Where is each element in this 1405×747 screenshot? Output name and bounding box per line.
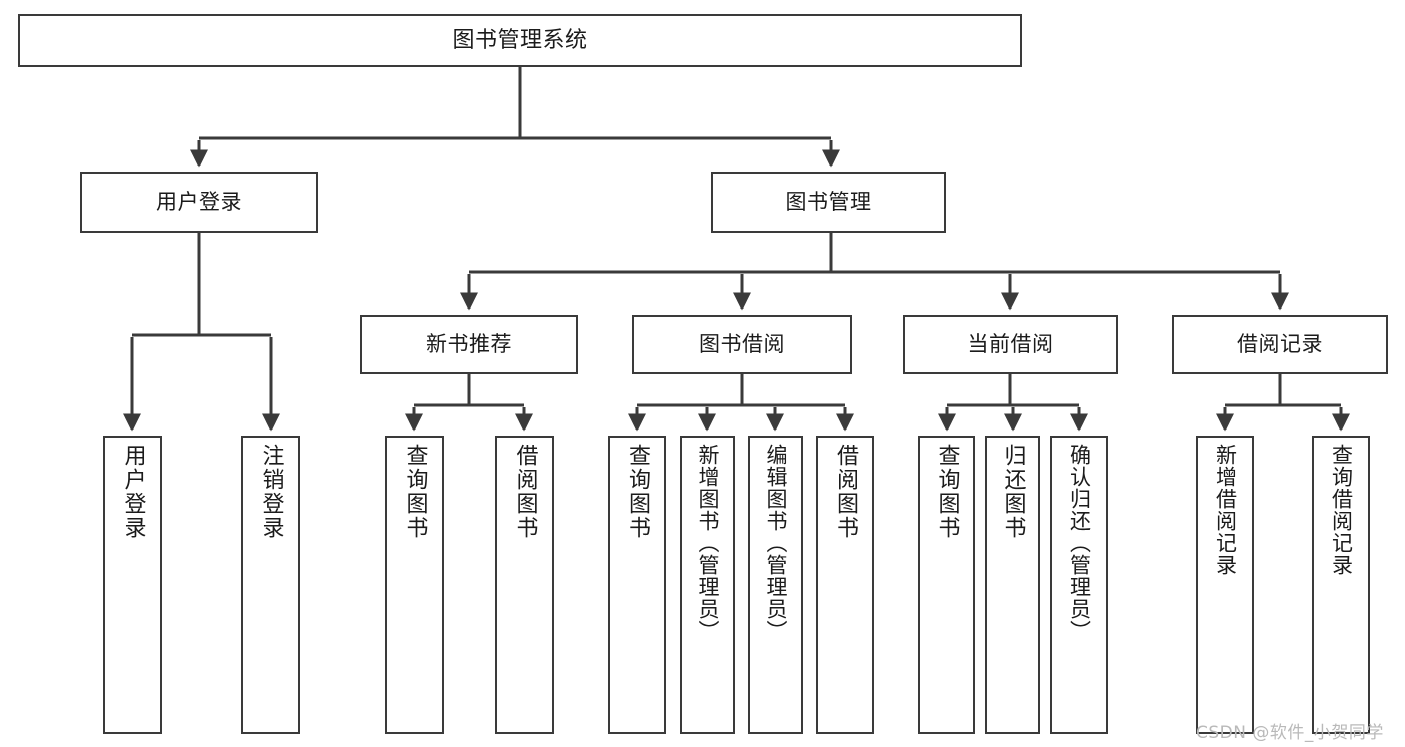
node-leaf-add-book-label: 新增图书（管理员） xyxy=(696,444,720,642)
node-leaf-logout-label: 注销登录 xyxy=(258,444,284,540)
node-current-borrow[interactable]: 当前借阅 xyxy=(903,315,1118,374)
node-borrow-record-label: 借阅记录 xyxy=(1237,332,1323,357)
node-borrow-record[interactable]: 借阅记录 xyxy=(1172,315,1388,374)
node-root-label: 图书管理系统 xyxy=(452,27,588,53)
node-leaf-logout[interactable]: 注销登录 xyxy=(241,436,300,734)
csdn-watermark: CSDN @软件_小贺同学 xyxy=(1196,723,1384,743)
node-book-borrow[interactable]: 图书借阅 xyxy=(632,315,852,374)
node-leaf-query-record-label: 查询借阅记录 xyxy=(1329,444,1354,576)
node-leaf-query-book-3[interactable]: 查询图书 xyxy=(918,436,975,734)
node-leaf-confirm-return[interactable]: 确认归还（管理员） xyxy=(1050,436,1108,734)
node-leaf-edit-book[interactable]: 编辑图书（管理员） xyxy=(748,436,803,734)
node-leaf-query-book-2-label: 查询图书 xyxy=(625,444,650,540)
node-leaf-edit-book-label: 编辑图书（管理员） xyxy=(764,444,788,642)
node-book-manage-label: 图书管理 xyxy=(785,190,872,215)
node-leaf-borrow-book-1-label: 借阅图书 xyxy=(512,444,538,540)
node-leaf-borrow-book-2[interactable]: 借阅图书 xyxy=(816,436,874,734)
node-book-borrow-label: 图书借阅 xyxy=(699,332,785,357)
node-leaf-query-book-2[interactable]: 查询图书 xyxy=(608,436,666,734)
node-current-borrow-label: 当前借阅 xyxy=(967,332,1054,357)
node-leaf-user-login[interactable]: 用户登录 xyxy=(103,436,162,734)
node-user-login[interactable]: 用户登录 xyxy=(80,172,318,233)
node-root[interactable]: 图书管理系统 xyxy=(18,14,1022,67)
node-new-book-rec[interactable]: 新书推荐 xyxy=(360,315,578,374)
node-new-book-rec-label: 新书推荐 xyxy=(426,332,512,357)
node-leaf-add-record-label: 新增借阅记录 xyxy=(1213,444,1238,576)
node-leaf-add-book[interactable]: 新增图书（管理员） xyxy=(680,436,735,734)
node-leaf-borrow-book-1[interactable]: 借阅图书 xyxy=(495,436,554,734)
node-leaf-query-book-3-label: 查询图书 xyxy=(934,444,960,540)
node-leaf-add-record[interactable]: 新增借阅记录 xyxy=(1196,436,1254,734)
node-leaf-query-book-1[interactable]: 查询图书 xyxy=(385,436,444,734)
node-user-login-label: 用户登录 xyxy=(156,190,242,215)
node-leaf-query-record[interactable]: 查询借阅记录 xyxy=(1312,436,1370,734)
node-leaf-borrow-book-2-label: 借阅图书 xyxy=(833,444,858,540)
node-leaf-return-book[interactable]: 归还图书 xyxy=(985,436,1040,734)
node-leaf-query-book-1-label: 查询图书 xyxy=(402,444,428,540)
node-book-manage[interactable]: 图书管理 xyxy=(711,172,946,233)
node-leaf-confirm-return-label: 确认归还（管理员） xyxy=(1067,444,1092,642)
node-leaf-return-book-label: 归还图书 xyxy=(1000,444,1026,540)
node-leaf-user-login-label: 用户登录 xyxy=(120,444,146,540)
